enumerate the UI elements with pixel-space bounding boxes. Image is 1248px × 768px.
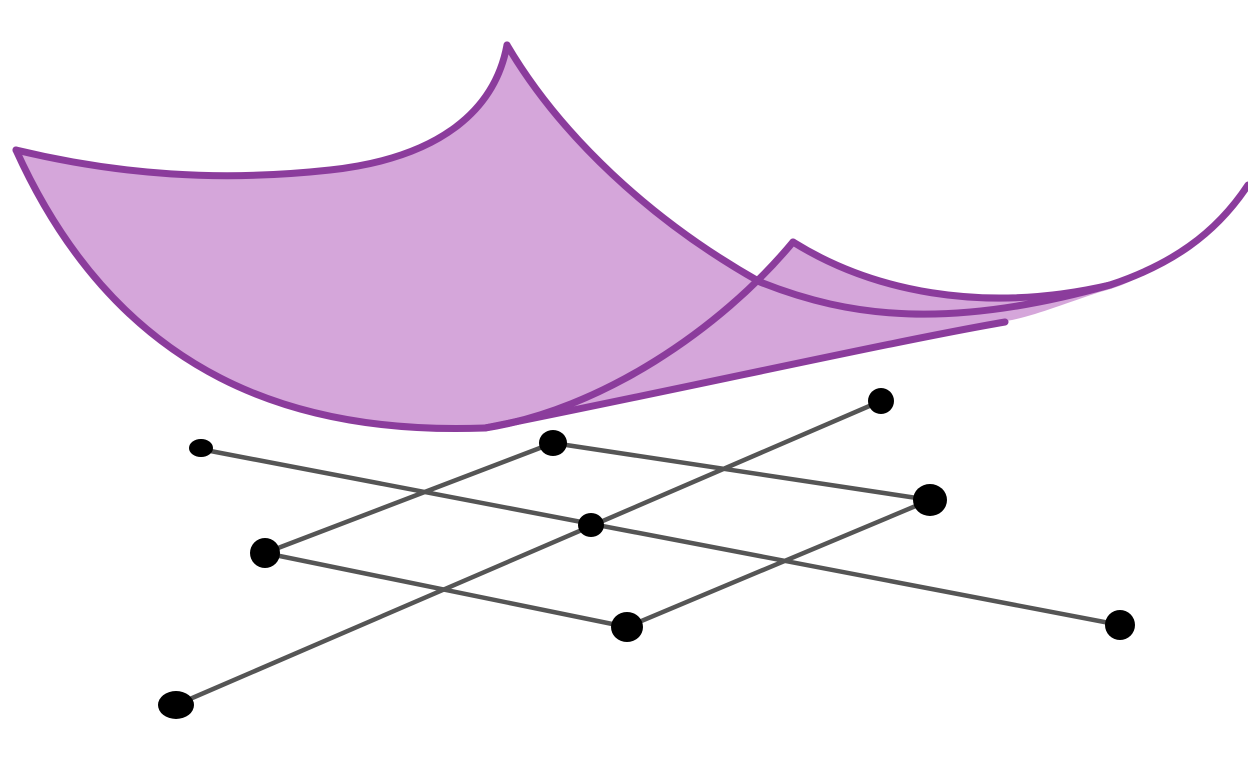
grid-lines <box>173 398 1123 708</box>
grid-node <box>578 513 604 537</box>
grid-node <box>611 612 643 642</box>
grid-node <box>250 538 280 568</box>
grid-node <box>158 691 194 719</box>
surface-bottom-edge <box>481 318 1009 432</box>
grid-node <box>539 430 567 456</box>
surface-top-edge <box>12 41 511 180</box>
grid-node <box>868 388 894 414</box>
grid-node <box>913 484 947 516</box>
surface-left-edge <box>12 146 489 433</box>
curved-surface <box>12 41 1248 433</box>
grid-line-a <box>197 446 1123 628</box>
grid-line-e <box>173 398 884 708</box>
surface-main-sheet <box>16 45 1110 429</box>
grid-nodes <box>158 388 1135 719</box>
grid-node <box>189 439 213 457</box>
grid-line-d <box>262 440 556 556</box>
grid-node <box>1105 610 1135 640</box>
grid-line-b <box>550 440 933 503</box>
surface-back-top-edge <box>789 181 1248 302</box>
grid-line-f <box>624 497 933 630</box>
